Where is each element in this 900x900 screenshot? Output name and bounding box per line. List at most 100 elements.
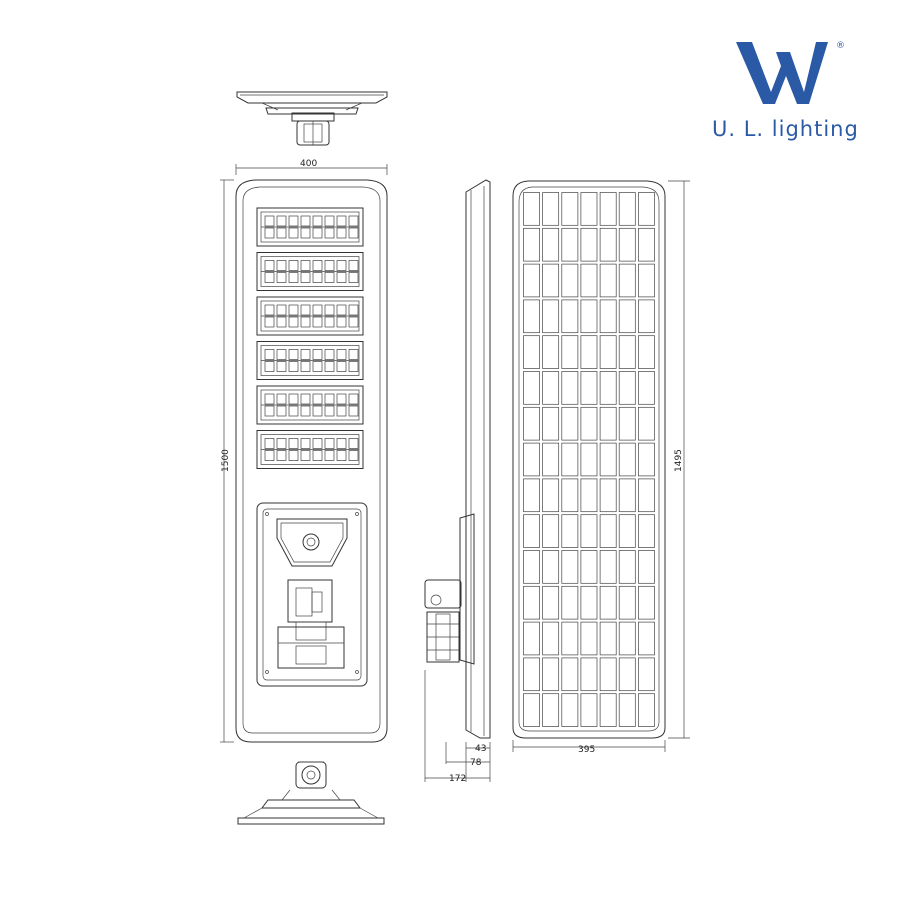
led-module	[256, 296, 364, 336]
solar-cell	[542, 192, 560, 226]
solar-cell	[580, 371, 598, 405]
solar-cell	[599, 478, 617, 513]
solar-cell	[580, 585, 598, 620]
solar-cell	[599, 335, 617, 369]
solar-cell	[561, 227, 579, 262]
solar-cell	[638, 299, 655, 334]
solar-cell	[618, 657, 636, 692]
solar-cell-grid	[523, 192, 655, 727]
solar-cell	[618, 621, 636, 656]
solar-cell	[638, 406, 655, 441]
solar-cell	[638, 621, 655, 656]
solar-cell	[580, 227, 598, 262]
solar-cell	[599, 442, 617, 477]
solar-cell	[523, 550, 540, 584]
solar-cell	[523, 335, 540, 369]
solar-cell	[638, 192, 655, 226]
solar-cell	[580, 478, 598, 513]
logo-text: U. L. lighting	[712, 117, 859, 141]
solar-cell	[523, 478, 540, 513]
led-module	[256, 385, 364, 425]
front-view: 400 1500	[220, 159, 388, 743]
solar-cell	[561, 371, 579, 405]
solar-cell	[580, 335, 598, 369]
solar-cell	[561, 406, 579, 441]
solar-cell	[523, 693, 540, 727]
solar-cell	[580, 406, 598, 441]
solar-cell	[580, 621, 598, 656]
solar-cell	[580, 514, 598, 548]
solar-cell	[542, 227, 560, 262]
solar-cell	[580, 693, 598, 727]
solar-cell	[542, 514, 560, 548]
solar-cell	[638, 263, 655, 298]
solar-cell	[523, 263, 540, 298]
solar-cell	[523, 442, 540, 477]
solar-cell	[561, 693, 579, 727]
solar-cell	[618, 227, 636, 262]
solar-cell	[542, 371, 560, 405]
solar-cell	[638, 550, 655, 584]
solar-cell	[618, 442, 636, 477]
dim-panel-width: 395	[578, 745, 595, 755]
solar-cell	[580, 299, 598, 334]
solar-cell	[599, 406, 617, 441]
dim-panel-height: 1495	[674, 449, 684, 472]
solar-cell	[580, 657, 598, 692]
solar-cell	[599, 371, 617, 405]
dim-front-height: 1500	[221, 449, 231, 472]
solar-panel-view: 1495 395	[512, 180, 690, 755]
solar-cell	[580, 192, 598, 226]
solar-cell	[523, 621, 540, 656]
solar-cell	[618, 514, 636, 548]
solar-cell	[599, 550, 617, 584]
solar-cell	[618, 371, 636, 405]
solar-cell	[561, 585, 579, 620]
solar-cell	[523, 371, 540, 405]
solar-cell	[523, 299, 540, 334]
solar-cell	[561, 478, 579, 513]
solar-cell	[542, 657, 560, 692]
solar-cell	[618, 550, 636, 584]
solar-cell	[542, 299, 560, 334]
dim-side-depth-2: 78	[470, 758, 482, 768]
led-module	[256, 430, 364, 469]
solar-cell	[638, 514, 655, 548]
sensor-icon	[302, 533, 320, 551]
dim-side-depth-1: 43	[475, 744, 486, 754]
solar-cell	[561, 442, 579, 477]
solar-cell	[638, 371, 655, 405]
solar-cell	[599, 263, 617, 298]
solar-cell	[561, 550, 579, 584]
solar-cell	[523, 406, 540, 441]
solar-cell	[561, 192, 579, 226]
solar-cell	[638, 585, 655, 620]
solar-cell	[618, 693, 636, 727]
solar-cell	[599, 514, 617, 548]
solar-cell	[542, 406, 560, 441]
solar-cell	[638, 442, 655, 477]
dim-side-depth-3: 172	[449, 774, 466, 784]
solar-cell	[523, 192, 540, 226]
solar-cell	[580, 550, 598, 584]
solar-cell	[599, 585, 617, 620]
solar-cell	[542, 585, 560, 620]
logo-registered-mark: ®	[836, 41, 845, 51]
logo-w-mark	[736, 42, 828, 104]
solar-cell	[523, 227, 540, 262]
solar-cell	[542, 478, 560, 513]
solar-cell	[561, 657, 579, 692]
solar-cell	[542, 693, 560, 727]
solar-cell	[580, 442, 598, 477]
bottom-view	[237, 761, 385, 825]
solar-cell	[580, 263, 598, 298]
solar-cell	[599, 621, 617, 656]
solar-cell	[542, 550, 560, 584]
solar-cell	[561, 263, 579, 298]
solar-cell	[638, 693, 655, 727]
led-module	[256, 252, 364, 291]
solar-cell	[599, 693, 617, 727]
solar-cell	[638, 227, 655, 262]
solar-cell	[638, 335, 655, 369]
